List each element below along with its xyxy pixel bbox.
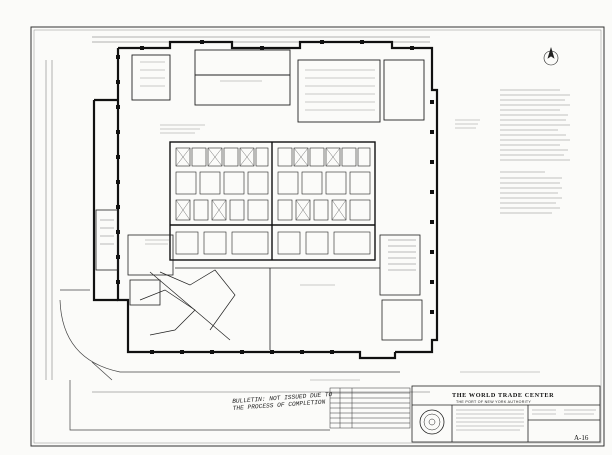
building-core <box>169 141 376 261</box>
plaza-walls <box>139 269 236 341</box>
elevator-cabs <box>175 147 347 221</box>
port-authority-seal-icon <box>419 409 445 435</box>
project-title: THE WORLD TRADE CENTER <box>452 392 555 399</box>
annotations <box>145 80 540 381</box>
site-plaza <box>59 289 400 431</box>
elevator-shafts <box>175 147 371 255</box>
general-notes-lines <box>500 89 570 214</box>
perimeter-columns <box>116 40 434 354</box>
sheet-number: A-16 <box>574 434 589 442</box>
revision-table <box>329 387 411 429</box>
project-subtitle: THE PORT OF NEW YORK AUTHORITY <box>456 400 532 404</box>
sheet-border <box>30 26 605 447</box>
stairs <box>100 219 416 271</box>
dimension-lines <box>45 36 430 393</box>
title-block-text-lines <box>456 409 596 431</box>
hatch-upper <box>140 61 375 111</box>
sheet-inner-border <box>33 29 602 444</box>
lower-rooms <box>95 209 423 350</box>
upper-rooms <box>131 49 425 123</box>
title-block-frame <box>411 385 601 443</box>
north-arrow-icon <box>543 46 559 66</box>
